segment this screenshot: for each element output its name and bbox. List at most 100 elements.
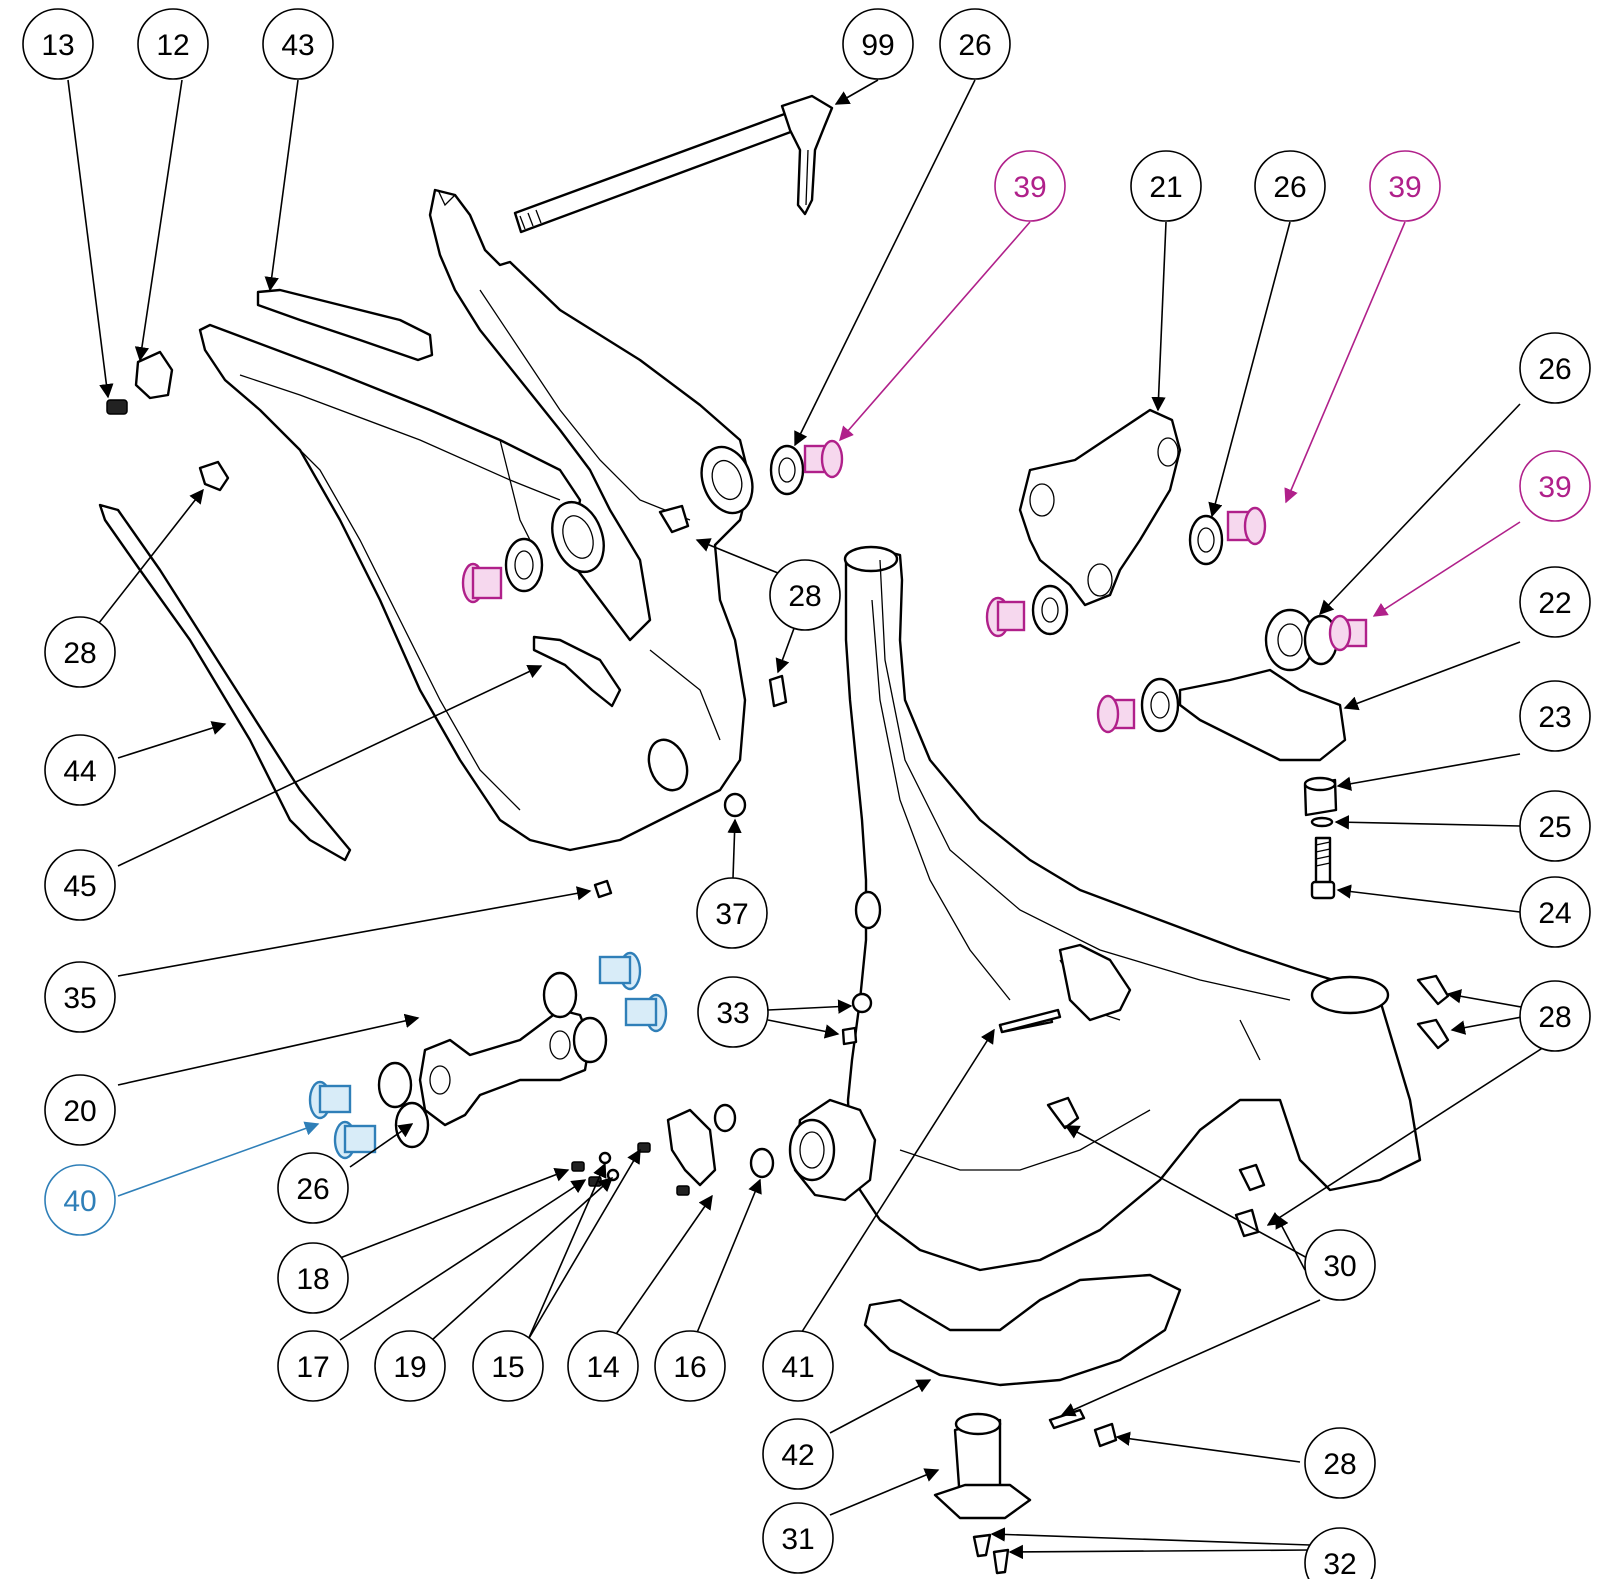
callout-31: 31: [762, 1502, 834, 1574]
callout-25: 25: [1519, 790, 1591, 862]
callout-label: 15: [491, 1351, 524, 1384]
callout-circle: [277, 1152, 349, 1224]
callout-28: 28: [1304, 1427, 1376, 1499]
callout-circle: [1519, 790, 1591, 862]
callout-circle: [762, 1418, 834, 1490]
callout-circle: [1254, 150, 1326, 222]
lower-link: [308, 951, 668, 1160]
callout-circle: [22, 8, 94, 80]
callout-12: 12: [137, 8, 209, 80]
callout-18: 18: [277, 1242, 349, 1314]
callout-label: 13: [41, 29, 74, 62]
callout-label: 26: [296, 1173, 329, 1206]
callout-label: 21: [1149, 171, 1182, 204]
callout-label: 26: [1538, 353, 1571, 386]
bottom-cable-port: [933, 1412, 1032, 1575]
callout-24: 24: [1519, 876, 1591, 948]
seatstay-pivot-hardware: [769, 439, 844, 496]
callout-circle: [697, 976, 769, 1048]
callout-circle: [1519, 876, 1591, 948]
callout-circle: [137, 8, 209, 80]
callout-label: 18: [296, 1263, 329, 1296]
callout-28: 28: [1519, 980, 1591, 1052]
callout-label: 41: [781, 1351, 814, 1384]
shock-bolt-stack: [1303, 776, 1338, 900]
callout-13: 13: [22, 8, 94, 80]
thru-axle: [513, 94, 834, 234]
rocker-link: [985, 408, 1267, 638]
callout-circle: [44, 1074, 116, 1146]
callout-circle: [762, 1330, 834, 1402]
callout-circle: [1519, 450, 1591, 522]
callout-label: 16: [673, 1351, 706, 1384]
callout-99: 99: [842, 8, 914, 80]
callout-label: 17: [296, 1351, 329, 1384]
callout-label: 28: [63, 637, 96, 670]
callout-23: 23: [1519, 680, 1591, 752]
callout-43: 43: [262, 8, 334, 80]
callout-label: 23: [1538, 701, 1571, 734]
callout-label: 28: [1538, 1001, 1571, 1034]
callout-14: 14: [567, 1330, 639, 1402]
callout-label: 28: [788, 580, 821, 613]
callout-circle: [1130, 150, 1202, 222]
callout-label: 28: [1323, 1448, 1356, 1481]
callout-22: 22: [1519, 566, 1591, 638]
callout-circle: [44, 734, 116, 806]
callout-circle: [1519, 680, 1591, 752]
chainstay-protector: [98, 503, 352, 862]
callout-circle: [374, 1330, 446, 1402]
callout-circle: [1304, 1527, 1376, 1579]
callout-16: 16: [654, 1330, 726, 1402]
callout-42: 42: [762, 1418, 834, 1490]
callout-label: 19: [393, 1351, 426, 1384]
callout-circle: [696, 877, 768, 949]
callout-40: 40: [44, 1164, 116, 1236]
callout-32: 32: [1304, 1527, 1376, 1579]
callout-label: 44: [63, 755, 96, 788]
callout-circle: [1519, 332, 1591, 404]
callout-label: 45: [63, 870, 96, 903]
callout-label: 24: [1538, 897, 1571, 930]
callout-28: 28: [44, 616, 116, 688]
callout-label: 25: [1538, 811, 1571, 844]
callout-circle: [842, 8, 914, 80]
callout-label: 20: [63, 1095, 96, 1128]
callout-35: 35: [44, 961, 116, 1033]
callout-45: 45: [44, 849, 116, 921]
callout-17: 17: [277, 1330, 349, 1402]
callout-label: 32: [1323, 1548, 1356, 1579]
chainstay-guard-upper: [256, 288, 434, 362]
callout-circle: [1519, 566, 1591, 638]
callout-circle: [44, 849, 116, 921]
callout-circle: [1304, 1229, 1376, 1301]
callout-circle: [654, 1330, 726, 1402]
callout-28: 28: [769, 559, 841, 631]
callout-20: 20: [44, 1074, 116, 1146]
callout-circle: [1304, 1427, 1376, 1499]
callout-label: 42: [781, 1439, 814, 1472]
callout-circle: [762, 1502, 834, 1574]
callout-21: 21: [1130, 150, 1202, 222]
callout-37: 37: [696, 877, 768, 949]
callout-19: 19: [374, 1330, 446, 1402]
callout-39: 39: [1519, 450, 1591, 522]
callout-label: 26: [958, 29, 991, 62]
skid-plate: [863, 1273, 1182, 1387]
callout-label: 35: [63, 982, 96, 1015]
callout-41: 41: [762, 1330, 834, 1402]
callout-label: 33: [716, 997, 749, 1030]
callout-label: 39: [1538, 471, 1571, 504]
callout-circle: [44, 616, 116, 688]
callout-26: 26: [277, 1152, 349, 1224]
front-triangle: [788, 545, 1422, 1272]
callout-44: 44: [44, 734, 116, 806]
callout-label: 30: [1323, 1250, 1356, 1283]
derailleur-hanger-group: [106, 350, 174, 415]
callout-circle: [44, 961, 116, 1033]
shock-link: [1096, 608, 1368, 762]
cable-guide-top-left: [198, 460, 230, 492]
